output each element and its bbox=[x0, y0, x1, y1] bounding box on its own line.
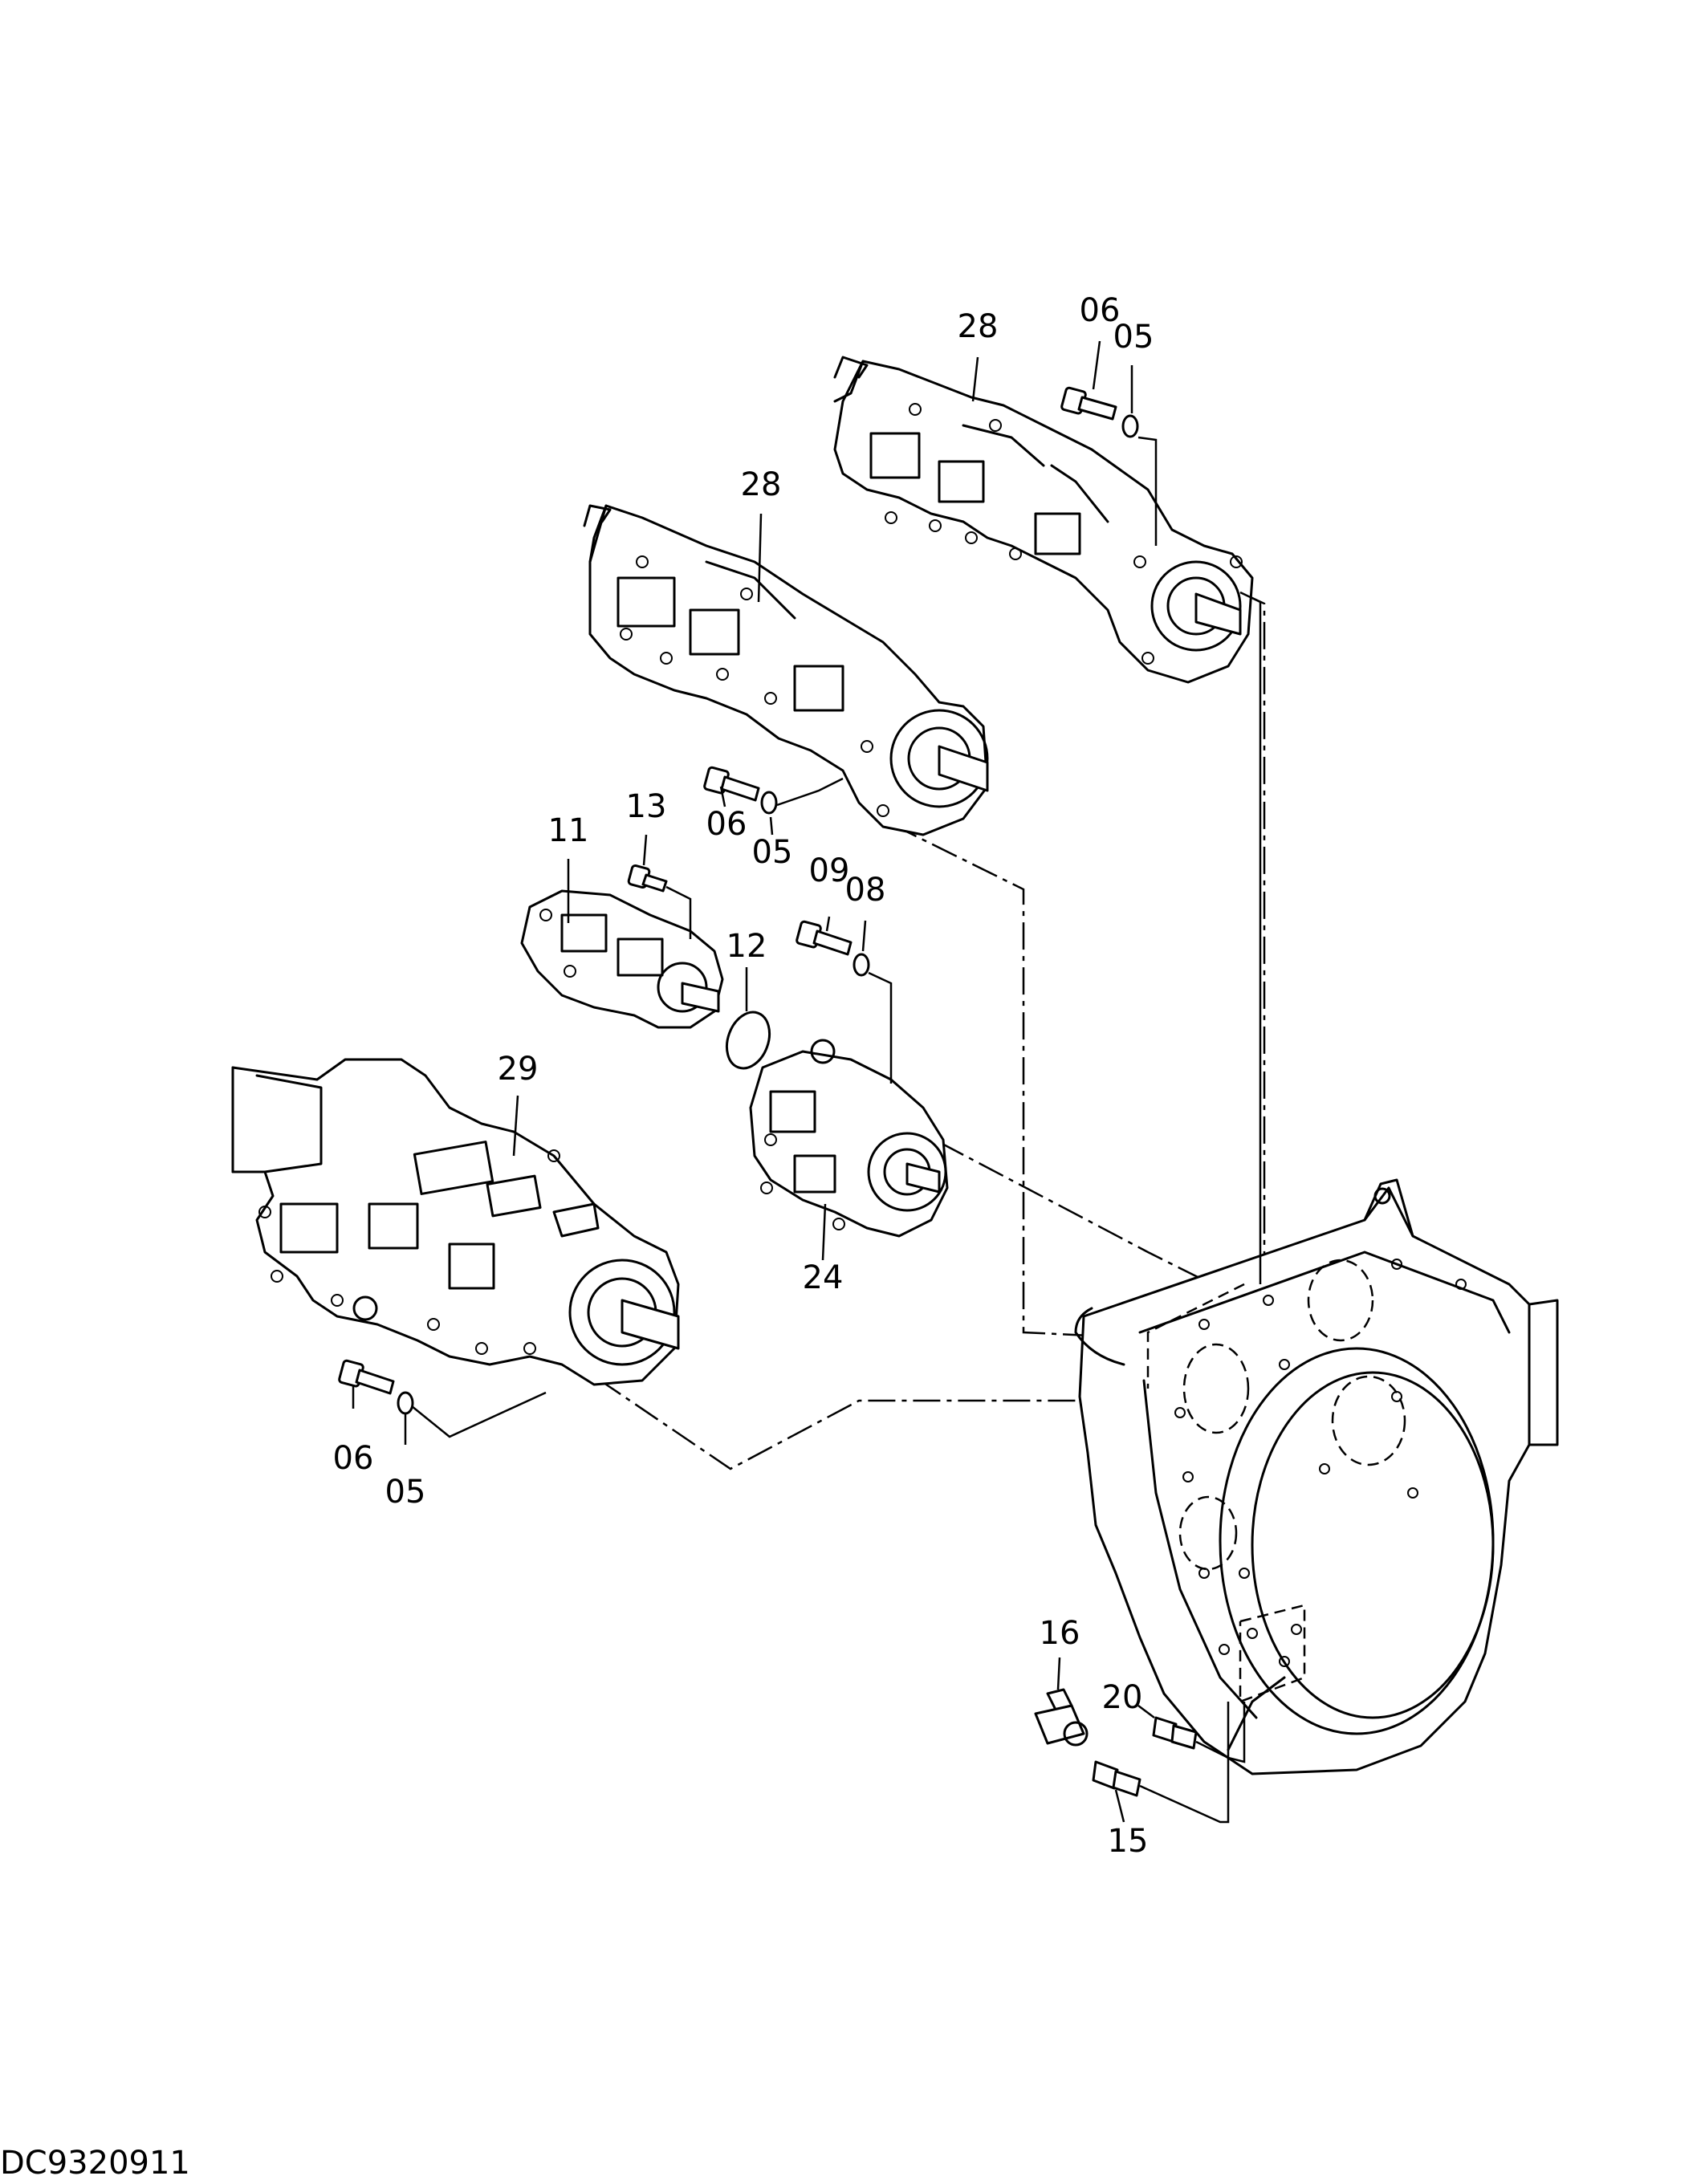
callout-28-middle: 28 bbox=[741, 466, 782, 503]
callout-09: 09 bbox=[809, 852, 850, 889]
callout-05-middle: 05 bbox=[752, 834, 793, 871]
housing-bolt-holes bbox=[1174, 1259, 1467, 1667]
callout-29: 29 bbox=[498, 1051, 539, 1088]
callout-05-upper: 05 bbox=[1113, 319, 1154, 356]
leader-lines bbox=[352, 340, 1262, 1824]
drawing-code: DC9320911 bbox=[0, 2145, 190, 2182]
callouts: 28 06 05 28 06 05 11 13 12 09 08 24 29 0… bbox=[333, 292, 1154, 1860]
bolt-06-upper bbox=[1060, 386, 1117, 421]
callout-11: 11 bbox=[548, 812, 589, 849]
fitting-20 bbox=[1152, 1716, 1198, 1750]
callout-24: 24 bbox=[803, 1259, 844, 1296]
callout-13: 13 bbox=[626, 788, 667, 825]
pump-28-middle bbox=[583, 504, 989, 836]
callout-06-middle: 06 bbox=[706, 806, 747, 843]
flywheel-housing bbox=[1074, 1178, 1559, 1775]
pump-29 bbox=[231, 1058, 680, 1386]
callout-16: 16 bbox=[1040, 1615, 1080, 1652]
callout-06-upper: 06 bbox=[1080, 292, 1121, 329]
bolt-06-lower bbox=[338, 1359, 395, 1395]
fitting-15 bbox=[1092, 1760, 1141, 1797]
callout-12: 12 bbox=[726, 928, 767, 965]
bolt-13 bbox=[627, 864, 668, 893]
bolt-09 bbox=[796, 920, 853, 956]
callout-15: 15 bbox=[1108, 1823, 1149, 1860]
fasteners bbox=[338, 386, 1198, 1797]
callout-05-lower: 05 bbox=[385, 1474, 426, 1511]
washer-05-middle bbox=[760, 791, 778, 815]
o-ring-12 bbox=[725, 1011, 771, 1070]
callout-28-upper: 28 bbox=[958, 308, 999, 345]
callout-06-lower: 06 bbox=[333, 1440, 374, 1477]
fitting-16 bbox=[1034, 1688, 1089, 1747]
pump-24 bbox=[749, 1039, 949, 1238]
washer-08 bbox=[853, 953, 870, 977]
washer-05-upper bbox=[1121, 414, 1139, 438]
gear-pump-11 bbox=[520, 889, 724, 1029]
pump-28-upper bbox=[833, 356, 1254, 684]
callout-08: 08 bbox=[845, 872, 886, 909]
washer-05-lower bbox=[397, 1391, 414, 1415]
callout-20: 20 bbox=[1102, 1679, 1143, 1716]
bolt-06-middle bbox=[703, 766, 760, 802]
